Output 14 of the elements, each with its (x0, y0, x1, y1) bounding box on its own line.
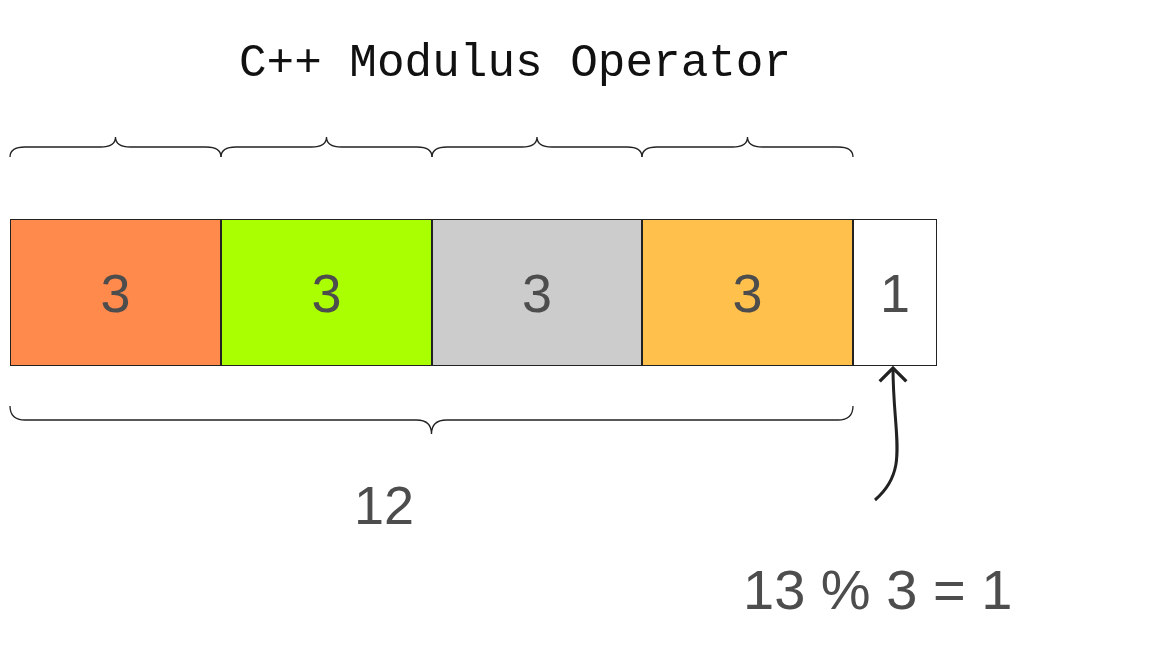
segment-box (642, 219, 853, 366)
segment-box (221, 219, 432, 366)
segment-value: 3 (732, 261, 763, 324)
total-label: 12 (354, 478, 415, 532)
curved-arrow (873, 366, 909, 502)
segment-value: 1 (879, 261, 910, 324)
segment-value: 3 (100, 261, 131, 324)
segment-box (432, 219, 642, 366)
segment-value: 3 (311, 261, 342, 324)
segment-box (10, 219, 221, 366)
segment-value: 3 (521, 261, 552, 324)
equation-label: 13 % 3 = 1 (743, 562, 1013, 618)
segment-box (853, 219, 937, 366)
diagram-title: C++ Modulus Operator (238, 38, 792, 90)
